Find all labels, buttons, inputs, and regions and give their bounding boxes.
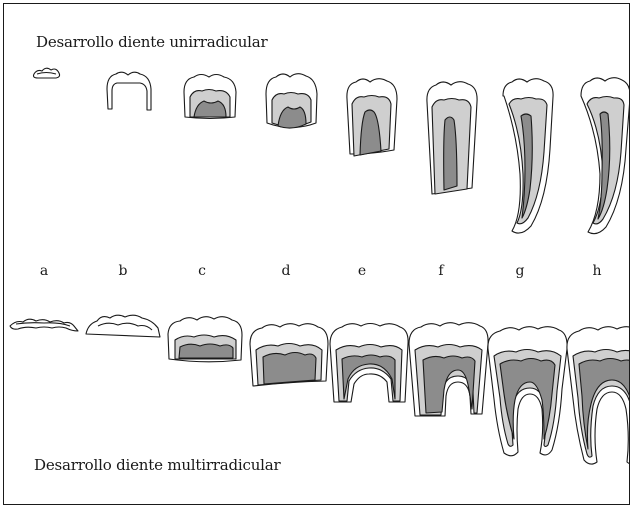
uniradicular-stage-b bbox=[107, 72, 151, 110]
multiradicular-stage-c bbox=[168, 317, 242, 362]
stage-label-c: c bbox=[192, 263, 212, 279]
multiradicular-stage-f bbox=[409, 323, 488, 416]
uniradicular-stage-f bbox=[427, 82, 477, 194]
multiradicular-stage-g bbox=[488, 327, 567, 456]
stage-label-b: b bbox=[113, 263, 133, 279]
multiradicular-stage-d bbox=[250, 324, 328, 386]
multiradicular-stage-b bbox=[86, 315, 160, 337]
uniradicular-stage-g bbox=[503, 79, 553, 233]
stage-label-d: d bbox=[276, 263, 296, 279]
multiradicular-stage-e bbox=[330, 324, 408, 403]
stage-label-a: a bbox=[34, 263, 54, 279]
multiradicular-stage-h bbox=[567, 327, 629, 465]
figure-frame: Desarrollo diente unirradicular bbox=[3, 3, 630, 505]
uniradicular-stage-d bbox=[266, 74, 317, 128]
stage-label-e: e bbox=[352, 263, 372, 279]
stage-label-f: f bbox=[431, 263, 451, 279]
uniradicular-stage-a bbox=[34, 68, 60, 78]
uniradicular-stage-h bbox=[581, 78, 629, 234]
multiradicular-stage-a bbox=[10, 319, 78, 331]
uniradicular-stage-e bbox=[347, 79, 397, 156]
stage-label-h: h bbox=[587, 263, 607, 279]
stage-label-g: g bbox=[510, 263, 530, 279]
multiradicular-title: Desarrollo diente multirradicular bbox=[34, 456, 280, 474]
tooth-development-illustration bbox=[4, 4, 629, 504]
uniradicular-stage-c bbox=[184, 75, 236, 119]
